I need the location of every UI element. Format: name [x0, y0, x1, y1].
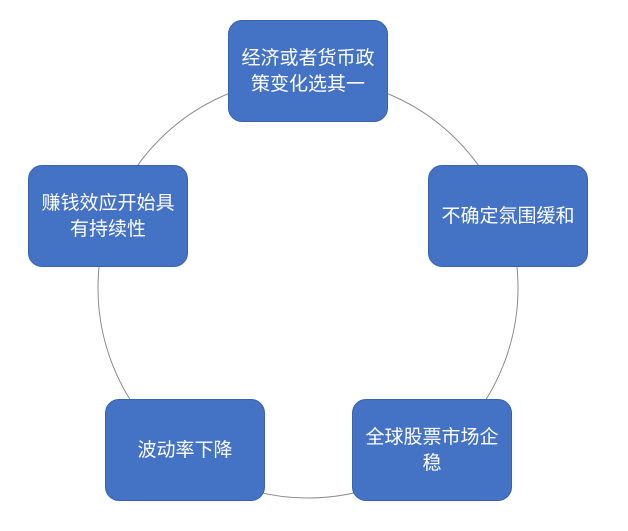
- node-policy-change: 经济或者货币政策变化选其一: [228, 20, 388, 122]
- node-label: 赚钱效应开始具有持续性: [41, 192, 175, 240]
- node-label: 波动率下降: [137, 439, 233, 461]
- node-label: 经济或者货币政策变化选其一: [241, 47, 375, 95]
- node-global-stocks-stabilize: 全球股票市场企稳: [352, 399, 512, 501]
- node-uncertainty-easing: 不确定氛围缓和: [428, 165, 588, 267]
- node-label: 不确定氛围缓和: [441, 205, 575, 227]
- node-volatility-decline: 波动率下降: [105, 399, 265, 501]
- node-profit-effect-sustained: 赚钱效应开始具有持续性: [28, 165, 188, 267]
- node-label: 全球股票市场企稳: [365, 426, 499, 474]
